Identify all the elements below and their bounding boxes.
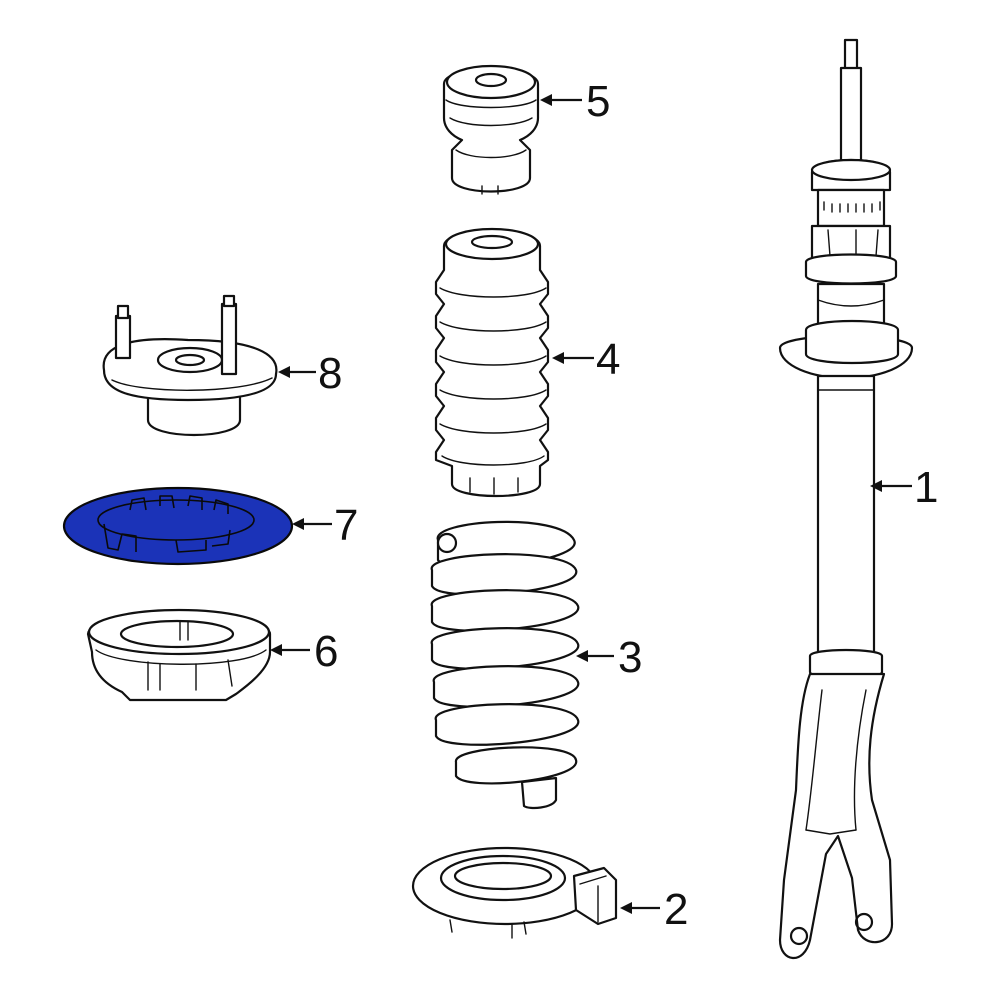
- part-8-upper-strut-mount[interactable]: [102, 294, 278, 437]
- callout-label-5: 5: [586, 77, 610, 126]
- callout-5: 5: [540, 77, 610, 126]
- callout-2: 2: [620, 885, 688, 934]
- part-2-lower-spring-seat[interactable]: [411, 846, 618, 939]
- part-3-coil-spring[interactable]: [430, 520, 580, 810]
- callout-1: 1: [870, 463, 938, 512]
- callout-7: 7: [292, 501, 358, 550]
- callout-4: 4: [552, 335, 620, 384]
- callout-label-2: 2: [664, 885, 688, 934]
- callout-label-6: 6: [314, 627, 338, 676]
- part-5-bump-stop[interactable]: [442, 64, 540, 195]
- callout-3: 3: [576, 633, 642, 682]
- callout-label-8: 8: [318, 349, 342, 398]
- callout-label-7: 7: [334, 501, 358, 550]
- part-1-strut-assembly[interactable]: [778, 38, 914, 960]
- callout-label-4: 4: [596, 335, 620, 384]
- callout-label-1: 1: [914, 463, 938, 512]
- callout-6: 6: [270, 627, 338, 676]
- callout-8: 8: [278, 349, 342, 398]
- part-7-spring-insulator[interactable]: [62, 486, 294, 566]
- part-6-upper-spring-seat[interactable]: [86, 608, 272, 702]
- callout-label-3: 3: [618, 633, 642, 682]
- part-4-dust-boot[interactable]: [434, 227, 550, 498]
